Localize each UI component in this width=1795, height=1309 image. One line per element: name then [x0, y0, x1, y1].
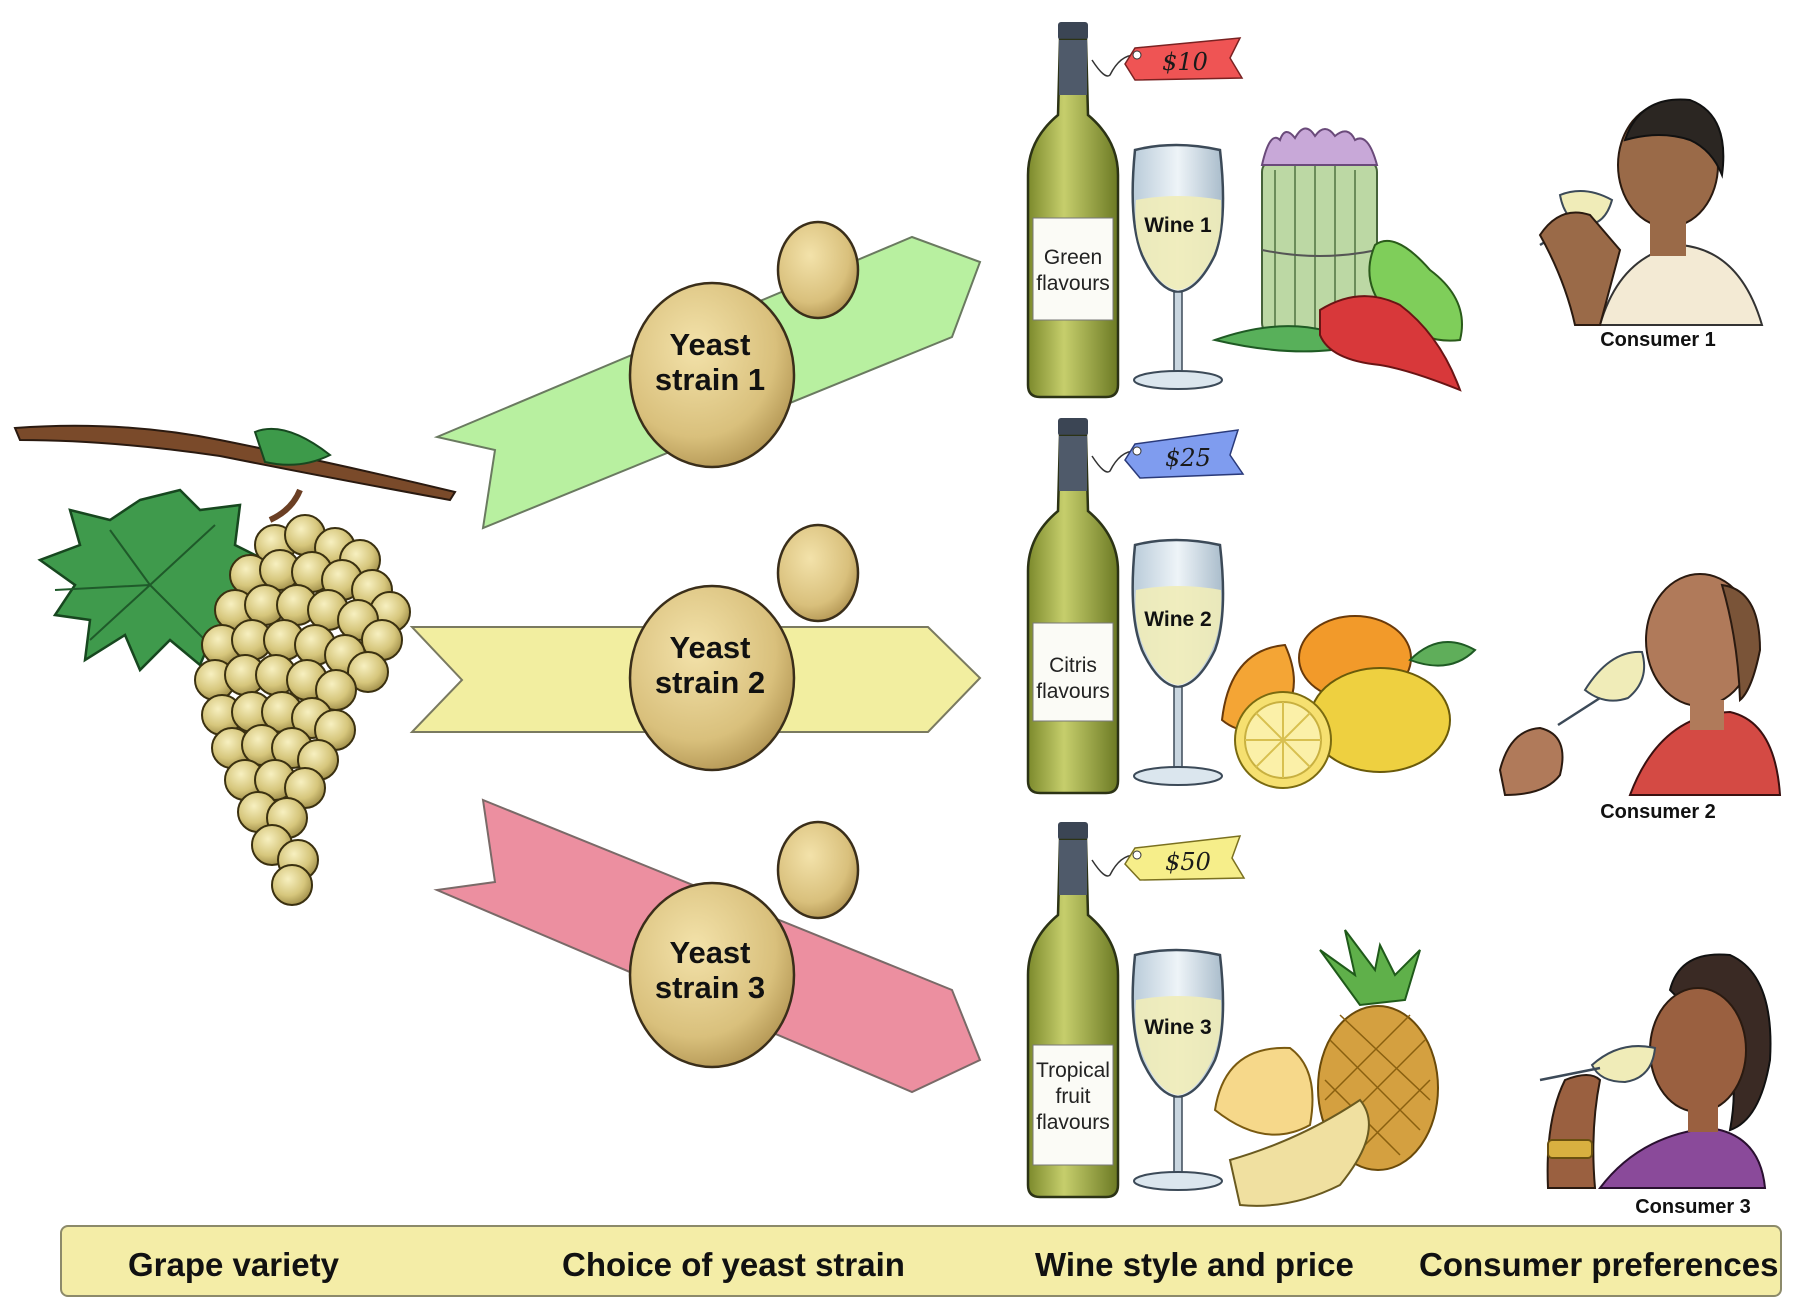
- wine-bottle-3: Tropical fruit flavours: [1026, 822, 1120, 1199]
- wine-glass-1: Wine 1: [1131, 143, 1225, 390]
- glass-1-label: Wine 1: [1144, 214, 1212, 237]
- footer-grape-variety: Grape variety: [128, 1246, 339, 1283]
- grape-leaf-small: [253, 428, 332, 466]
- wine-row-1: Green flavours $10 Wine 1: [1026, 22, 1764, 399]
- bottle-3-label-line1: Tropical: [1036, 1059, 1110, 1082]
- person-hand: [1538, 211, 1622, 326]
- yeast-strain-1-label-line1: Yeast: [669, 327, 750, 362]
- asparagus-peppers-illustration: [1211, 127, 1463, 392]
- yeast-strain-2-label-line2: strain 2: [655, 665, 765, 700]
- yeast-strain-2-label-line1: Yeast: [669, 630, 750, 665]
- consumer-1-illustration: Consumer 1: [1538, 98, 1764, 351]
- grape-leaf: [37, 488, 267, 673]
- banana-icon: [1228, 1098, 1370, 1207]
- tropical-fruit-illustration: [1213, 929, 1439, 1207]
- price-tag-3: $50: [1091, 835, 1246, 881]
- grape-berry: [347, 651, 389, 693]
- person-hair: [1720, 583, 1762, 703]
- consumer-2-label: Consumer 2: [1600, 801, 1716, 823]
- bottle-1-label-line1: Green: [1044, 246, 1102, 269]
- person-hair: [1623, 98, 1725, 179]
- footer-wine-style-price: Wine style and price: [1035, 1246, 1354, 1283]
- lemon-slice-icon: [1234, 691, 1332, 789]
- melon-icon: [1213, 1046, 1314, 1136]
- person-body: [1598, 243, 1764, 326]
- person-body: [1597, 1126, 1767, 1189]
- held-wine-glass: [1539, 1045, 1657, 1084]
- yeast-strain-3-label-line2: strain 3: [655, 970, 765, 1005]
- bottle-3-label-line3: flavours: [1036, 1111, 1110, 1134]
- consumer-2-illustration: Consumer 2: [1498, 573, 1782, 823]
- held-wine-glass: [1557, 650, 1646, 727]
- consumer-1-label: Consumer 1: [1600, 329, 1716, 351]
- grape-berries: [194, 514, 411, 906]
- wine-glass-2: Wine 2: [1131, 538, 1225, 786]
- citrus-fruit-illustration: [1220, 615, 1477, 789]
- stage-labels-bar: Grape variety Choice of yeast strain Win…: [60, 1225, 1782, 1297]
- wine-row-3: Tropical fruit flavours $50 Wine 3: [1026, 822, 1772, 1218]
- wine-bottle-1: Green flavours: [1026, 22, 1120, 399]
- bottle-3-label-line2: fruit: [1055, 1085, 1090, 1108]
- vine-branch: [13, 424, 457, 502]
- glass-2-label: Wine 2: [1144, 608, 1212, 631]
- bracelet-icon: [1547, 1139, 1593, 1159]
- glass-3-label: Wine 3: [1144, 1016, 1212, 1039]
- person-arm: [1546, 1074, 1602, 1189]
- grape-bunch-illustration: [13, 424, 457, 906]
- consumer-3-illustration: Consumer 3: [1539, 953, 1772, 1218]
- pineapple-leaves-icon: [1319, 929, 1421, 1007]
- leaf-icon: [1408, 641, 1477, 667]
- lemon-icon: [1309, 667, 1451, 773]
- price-tag-2: $25: [1091, 429, 1245, 479]
- person-body: [1628, 710, 1782, 796]
- price-tag-1: $10: [1091, 37, 1244, 81]
- wine-bottle-2: Citris flavours: [1026, 418, 1120, 795]
- bottle-1-label-line2: flavours: [1036, 272, 1110, 295]
- price-tag-2-text: $25: [1165, 444, 1211, 472]
- yeast-cell-3: Yeast strain 3: [628, 820, 860, 1069]
- footer-choice-of-yeast: Choice of yeast strain: [562, 1246, 905, 1283]
- bottle-2-label-line1: Citris: [1049, 654, 1097, 677]
- red-pepper-icon: [1319, 295, 1462, 392]
- wine-glass-3: Wine 3: [1131, 948, 1225, 1191]
- price-tag-3-text: $50: [1165, 848, 1211, 876]
- grape-berry: [271, 864, 313, 906]
- vine-tendril: [268, 488, 303, 523]
- consumer-3-label: Consumer 3: [1635, 1196, 1751, 1218]
- yeast-cell-1: Yeast strain 1: [628, 220, 860, 469]
- yeast-cell-2: Yeast strain 2: [628, 523, 860, 772]
- person-head: [1649, 987, 1747, 1113]
- bottle-2-label-line2: flavours: [1036, 680, 1110, 703]
- price-tag-1-text: $10: [1162, 48, 1208, 76]
- footer-consumer-preferences: Consumer preferences: [1419, 1246, 1779, 1283]
- yeast-strain-3-label-line1: Yeast: [669, 935, 750, 970]
- person-hand: [1498, 726, 1564, 797]
- yeast-strain-1-label-line2: strain 1: [655, 362, 765, 397]
- wine-row-2: Citris flavours $25 Wine 2: [1026, 418, 1782, 823]
